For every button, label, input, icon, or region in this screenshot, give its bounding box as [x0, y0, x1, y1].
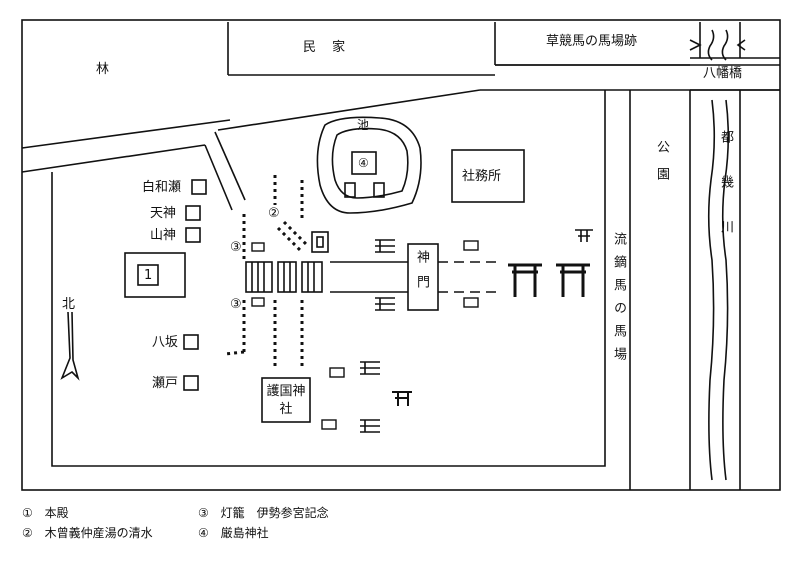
- pond-label: 池: [357, 118, 370, 132]
- road-line-bottom-left: [21, 144, 206, 173]
- lantern-number-lower: ③: [230, 297, 242, 312]
- legend-text: 本殿: [44, 506, 69, 520]
- houses-label: 民 家: [303, 40, 352, 55]
- road-line-mid: [217, 89, 481, 131]
- north-arrow: [60, 311, 80, 381]
- shinmon-box: [407, 243, 439, 311]
- legend-text: 灯籠 伊勢参宮記念: [220, 506, 329, 520]
- legend-text: 木曾義仲産湯の清水: [44, 526, 153, 540]
- path-diagonal-a: [204, 144, 233, 211]
- gokoku-box: [261, 377, 311, 423]
- yabusame-ground-label: 流鏑馬の馬場: [611, 232, 626, 370]
- precinct-wall: [51, 90, 606, 467]
- legend-text: 厳島神社: [220, 526, 269, 540]
- shrine-yasaka-label: 八坂: [152, 335, 179, 350]
- office-label: 社務所: [462, 169, 502, 184]
- park-label: 公園: [654, 140, 669, 194]
- pond-outline: [316, 116, 422, 214]
- main-hall-outer: [124, 252, 186, 298]
- lantern-number-upper: ③: [230, 240, 242, 255]
- pond-shrine-box: [351, 151, 377, 175]
- legend-num: ③: [198, 506, 209, 520]
- gokoku-shrine-label: 護国神社: [266, 384, 306, 417]
- main-hall-inner: [137, 264, 159, 286]
- north-label: 北: [62, 297, 76, 312]
- racetrack-ruins-label: 草競馬の馬場跡: [546, 34, 638, 49]
- pond-shrine-number: ④: [358, 156, 369, 170]
- forest-label: 林: [96, 62, 110, 77]
- stairs: [245, 261, 323, 293]
- legend-num: ④: [198, 526, 209, 540]
- shrine-shirawase-label: 白和瀬: [142, 180, 182, 195]
- legend-item-2: ② 木曾義仲産湯の清水: [22, 524, 153, 541]
- river-label: 都幾川: [718, 130, 733, 265]
- legend-num: ②: [22, 526, 33, 540]
- legend-num: ①: [22, 506, 33, 520]
- hachiman-bridge-label: 八幡橋: [703, 66, 743, 81]
- map-frame: [21, 19, 781, 491]
- legend-item-1: ① 本殿: [22, 504, 69, 521]
- legend-item-4: ④ 厳島神社: [198, 524, 269, 541]
- spring-number: ②: [268, 206, 280, 221]
- office-box: [451, 149, 525, 203]
- main-hall-number: 1: [144, 268, 153, 283]
- shrine-seto-label: 瀬戸: [152, 376, 179, 391]
- shinmon-label: 神門: [414, 250, 429, 300]
- road-line-top-left: [21, 119, 231, 149]
- shrine-tenjin-label: 天神: [150, 206, 177, 221]
- shrine-yamagami-label: 山神: [150, 228, 177, 243]
- legend-item-3: ③ 灯籠 伊勢参宮記念: [198, 504, 329, 521]
- path-diagonal-b: [214, 131, 246, 201]
